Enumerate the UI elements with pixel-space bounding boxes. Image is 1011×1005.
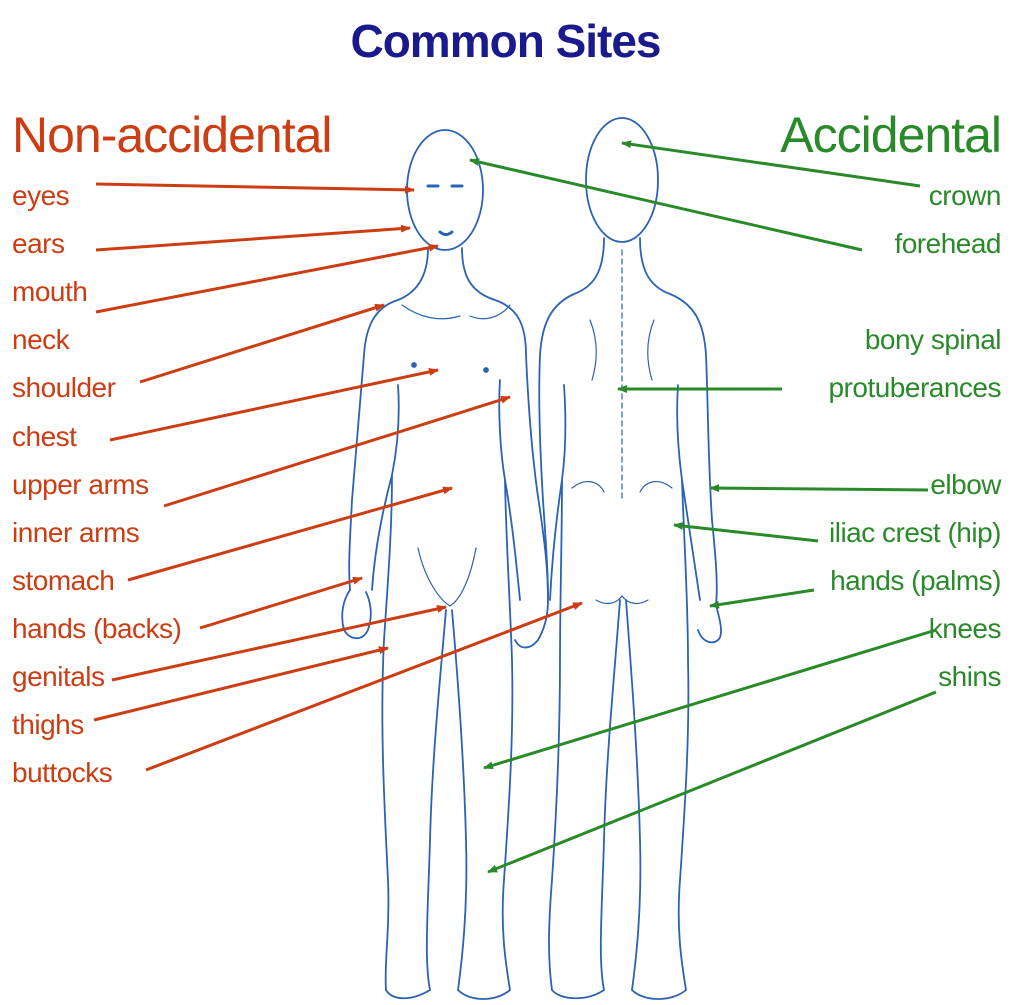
arrow-inner-arms: [200, 578, 362, 628]
arrow-forehead: [470, 160, 862, 250]
front-left-leg-inner: [427, 610, 446, 990]
back-torso-left-outline: [539, 238, 604, 600]
front-inner-left-arm: [372, 385, 399, 590]
front-torso-left-outline: [349, 248, 428, 590]
arrow-shoulder: [110, 370, 438, 440]
back-left-foot: [552, 990, 604, 998]
arrow-hands-palms: [710, 590, 814, 606]
front-right-foot: [458, 990, 510, 999]
arrow-crown: [622, 143, 920, 186]
arrow-chest: [164, 397, 510, 506]
arrow-knees: [484, 630, 936, 768]
front-left-nipple: [412, 363, 416, 367]
back-torso-right-outline: [640, 238, 717, 605]
back-inner-right-arm: [677, 385, 700, 600]
back-right-foot: [632, 990, 686, 999]
back-right-hand: [698, 605, 721, 642]
back-head: [586, 118, 658, 242]
back-right-leg-inner: [626, 600, 640, 990]
front-right-leg-outer: [503, 480, 513, 990]
arrow-stomach: [112, 607, 446, 680]
arrow-eyes: [96, 184, 414, 190]
arrow-genitals: [146, 603, 582, 770]
front-mouth: [440, 232, 452, 235]
back-buttocks: [596, 596, 648, 603]
back-right-leg-outer: [679, 480, 689, 990]
arrow-elbow: [710, 488, 928, 490]
back-left-leg-outer: [549, 480, 562, 990]
non-accidental-arrows: [94, 184, 582, 770]
arrow-neck: [140, 305, 384, 382]
arrow-shins: [488, 692, 936, 872]
arrow-mouth: [96, 246, 438, 312]
front-pelvis: [418, 548, 476, 606]
front-left-foot: [386, 990, 430, 998]
back-body-figure: [539, 118, 721, 999]
arrow-hands-backs: [94, 648, 388, 720]
front-inner-right-arm: [499, 380, 520, 600]
front-head: [407, 130, 483, 250]
front-left-leg-outer: [382, 475, 392, 990]
back-left-leg-inner: [601, 600, 620, 990]
front-torso-right-outline: [462, 248, 548, 600]
front-collar: [402, 305, 510, 319]
front-left-hand: [342, 590, 371, 638]
front-body-figure: [342, 130, 548, 999]
arrow-ears: [96, 228, 410, 250]
front-right-nipple: [484, 368, 488, 372]
front-right-leg-inner: [452, 610, 466, 990]
back-inner-left-arm: [550, 385, 565, 600]
arrow-iliac-crest: [674, 525, 818, 541]
